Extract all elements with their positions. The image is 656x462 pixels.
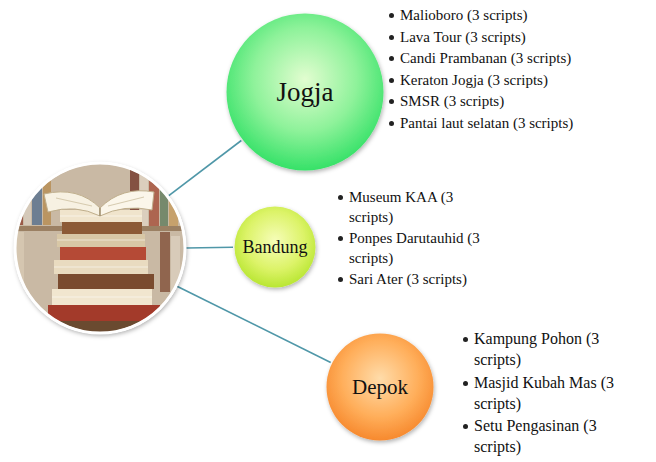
bullet-dot xyxy=(389,121,394,126)
circle-fill xyxy=(235,207,316,288)
city-name: Depok xyxy=(352,375,408,400)
circle-text-holder: Depok xyxy=(325,332,435,442)
bullet-item: Kampung Pohon (3 scripts) xyxy=(462,329,644,371)
place-label: Candi Prambanan (3 scripts) xyxy=(400,50,571,66)
place-label: Kampung Pohon (3 scripts) xyxy=(474,330,599,368)
bullet-item: Lava Tour (3 scripts) xyxy=(388,28,593,48)
bullet-list: Malioboro (3 scripts) Lava Tour (3 script… xyxy=(388,6,593,133)
place-label: Keraton Jogja (3 scripts) xyxy=(400,72,548,88)
bullet-item: Museum KAA (3 scripts) xyxy=(337,188,497,227)
bullet-item: Setu Pengasinan (3 scripts) xyxy=(462,416,644,458)
bullet-item: Pantai laut selatan (3 scripts) xyxy=(388,114,593,134)
bullet-dot xyxy=(338,236,343,241)
place-label: Lava Tour (3 scripts) xyxy=(400,29,526,45)
bullet-dot xyxy=(338,195,343,200)
place-label: Masjid Kubah Mas (3 scripts) xyxy=(474,374,614,412)
city-name: Jogja xyxy=(277,77,334,108)
place-label: Malioboro (3 scripts) xyxy=(400,7,527,23)
place-label: Museum KAA (3 scripts) xyxy=(349,189,453,225)
place-label: SMSR (3 scripts) xyxy=(400,93,504,109)
bullet-item: Masjid Kubah Mas (3 scripts) xyxy=(462,373,644,415)
circle-fill xyxy=(227,14,384,171)
bullet-item: Ponpes Darutauhid (3 scripts) xyxy=(337,229,497,268)
bullet-item: Sari Ater (3 scripts) xyxy=(337,270,497,290)
place-label: Setu Pengasinan (3 scripts) xyxy=(474,417,597,455)
bullet-item: Candi Prambanan (3 scripts) xyxy=(388,49,593,69)
place-label: Ponpes Darutauhid (3 scripts) xyxy=(349,230,480,266)
bullet-item: Malioboro (3 scripts) xyxy=(388,6,593,26)
city-name: Bandung xyxy=(243,237,308,258)
bullet-dot xyxy=(389,35,394,40)
circle-text-holder: Jogja xyxy=(225,12,385,172)
bullet-dot xyxy=(463,337,468,342)
bullet-dot xyxy=(463,424,468,429)
place-label: Sari Ater (3 scripts) xyxy=(349,271,467,287)
bullet-dot xyxy=(389,78,394,83)
city-circle: Bandung xyxy=(233,205,317,289)
bullet-dot xyxy=(338,277,343,282)
bullet-dot xyxy=(389,13,394,18)
bullet-dot xyxy=(389,56,394,61)
place-label: Pantai laut selatan (3 scripts) xyxy=(400,115,573,131)
city-circle: Jogja xyxy=(225,12,385,172)
bullet-dot xyxy=(389,99,394,104)
books-picture xyxy=(10,160,190,341)
bullet-dot xyxy=(463,381,468,386)
city-circle: Depok xyxy=(325,332,435,442)
circle-fill xyxy=(327,334,434,441)
bullet-item: SMSR (3 scripts) xyxy=(388,92,593,112)
bullet-item: Keraton Jogja (3 scripts) xyxy=(388,71,593,91)
bullet-list: Kampung Pohon (3 scripts) Masjid Kubah Ma… xyxy=(462,329,644,458)
connector-lines xyxy=(169,141,331,363)
bullet-list: Museum KAA (3 scripts) Ponpes Darutauhid … xyxy=(337,188,497,290)
circle-text-holder: Bandung xyxy=(233,205,317,289)
